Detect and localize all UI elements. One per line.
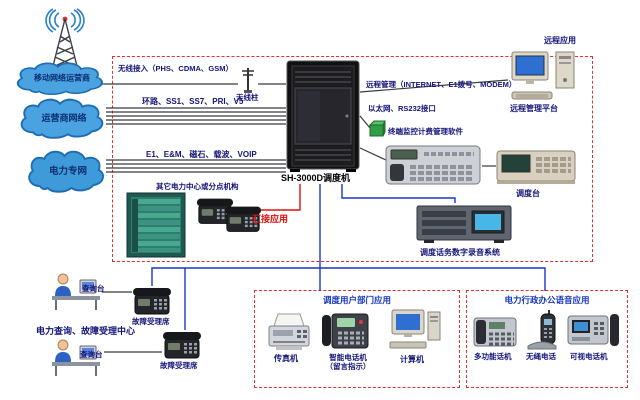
voice-recorder-label: 调度话务数字录音系统: [420, 248, 500, 257]
core-switch-label: SH-3000D调度机: [281, 173, 351, 183]
operator-desk-icon: [50, 336, 102, 378]
smart-phone-label-line1: 智能电话机: [329, 353, 367, 362]
dispatch-users-title: 调度用户部门应用: [322, 295, 391, 305]
smart-phone-icon: [320, 310, 370, 352]
operator-desk-icon: [50, 270, 102, 312]
cloud-carrier-network: 运营商网络: [16, 98, 112, 140]
smart-phone-label-line2: （留言指示）: [325, 362, 371, 371]
video-phone-icon: [566, 310, 622, 350]
cordless-phone-icon: [524, 308, 560, 350]
fax-label: 传真机: [274, 354, 298, 363]
video-phone-label: 可视电话机: [570, 352, 608, 361]
multi-function-phone-icon: [472, 314, 518, 350]
multi-function-phone-label: 多功能话机: [474, 352, 512, 361]
desk-phone-icon: [224, 204, 262, 234]
cloud-mobile-network: 移动网络运营商: [12, 62, 112, 96]
antenna-post-label: 天线柱: [236, 93, 259, 102]
dispatch-console-label: 调度台: [516, 189, 540, 198]
power-lines-label: E1、E&M、磁石、载波、VOIP: [146, 150, 257, 159]
radio-tower-icon: [26, 8, 104, 70]
dispatch-switch-rack: [286, 60, 360, 172]
desk-phone-icon: [196, 196, 234, 226]
dispatch-users-dashed-box: 调度用户部门应用: [254, 290, 460, 388]
fax-machine-icon: [266, 312, 312, 352]
fault-desk-label: 故障受理席: [132, 317, 170, 326]
desk-phone-icon: [132, 286, 172, 316]
voice-recorder-icon: [416, 202, 512, 246]
pbx-cabinet-icon: [126, 192, 186, 258]
remote-app-label: 远程应用: [544, 36, 576, 45]
trunk-lines-label: 环路、SS1、SS7、PRI、V5: [142, 97, 244, 106]
remote-mgmt-label: 远程管理（INTERNET、E1拨号、MODEM）: [366, 80, 517, 89]
core-system-dashed-box: [112, 56, 593, 262]
other-centers-label: 其它电力中心或分点机构: [156, 182, 239, 191]
terminal-software-label: 终端监控计费管理软件: [388, 127, 463, 136]
dispatch-console-icon: [496, 148, 576, 186]
computer-label: 计算机: [400, 355, 424, 364]
remote-platform-label: 远程管理平台: [510, 104, 558, 113]
dispatch-keyboard-icon: [384, 140, 482, 188]
cloud-carrier-label: 运营商网络: [41, 113, 87, 124]
admin-voice-title: 电力行政办公语音应用: [504, 295, 590, 305]
query-desk-label: 查询台: [80, 350, 103, 359]
query-desk-label: 查询台: [82, 284, 105, 293]
antenna-post-icon: [240, 66, 256, 94]
computer-icon: [388, 308, 442, 352]
cloud-power-network: 电力专网: [24, 150, 112, 194]
cloud-mobile-label: 移动网络运营商: [34, 73, 90, 83]
service-center-title: 电力查询、故障受理中心: [36, 326, 136, 336]
fault-desk-label: 故障受理席: [160, 361, 198, 370]
admin-voice-dashed-box: 电力行政办公语音应用: [466, 290, 628, 388]
software-box-icon: [368, 120, 386, 138]
tandem-application-label: 汇接应用: [252, 214, 289, 224]
smart-phone-label: 智能电话机 （留言指示）: [322, 353, 374, 371]
remote-workstation-icon: [510, 50, 586, 102]
cloud-power-label: 电力专网: [48, 165, 87, 177]
ethernet-label: 以太网、RS232接口: [368, 104, 436, 113]
cordless-phone-label: 无绳电话: [526, 352, 556, 361]
wireless-access-label: 无线接入（PHS、CDMA、GSM）: [118, 64, 234, 73]
desk-phone-icon: [162, 330, 202, 360]
